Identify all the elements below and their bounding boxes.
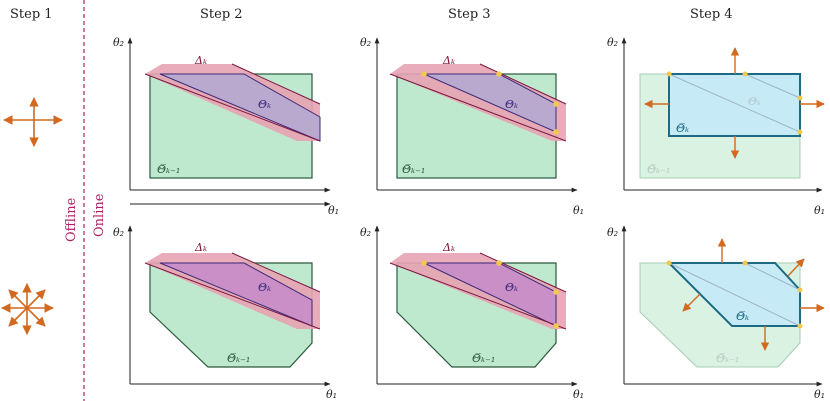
delta-region <box>390 64 566 141</box>
faded-strip-edge <box>744 73 801 99</box>
step-3-header: Step 3 <box>448 7 491 22</box>
delta-label: Δₖ <box>442 241 455 254</box>
expansion-arrows <box>644 47 825 159</box>
strip-lower-edge <box>144 73 321 142</box>
vertex-point <box>421 71 427 77</box>
eight-direction-arrows-icon <box>1 283 54 335</box>
strip-upper-edge <box>231 63 321 105</box>
prev-set-label-faded: Θ̅ₖ₋₁ <box>647 163 670 176</box>
prev-set-label: Θ̅ₖ₋₁ <box>227 352 250 365</box>
theta-label: Θₖ <box>505 98 518 111</box>
vertex-point <box>553 323 559 329</box>
vertex-point <box>553 101 559 107</box>
new-set-label: Θ̅ₖ <box>736 310 749 323</box>
theta-label: Θₖ <box>258 98 271 111</box>
strip-lower-edge <box>389 73 567 142</box>
x-axis-label: θ₁ <box>814 204 825 217</box>
vertex-point <box>742 260 748 266</box>
vertex-point <box>666 71 672 77</box>
faded-strip-edge <box>744 262 801 291</box>
four-direction-arrows-icon <box>3 97 63 147</box>
y-axis-label: θ₂ <box>113 36 124 49</box>
delta-label: Δₖ <box>194 241 207 254</box>
prev-set-label: Θ̅ₖ₋₁ <box>157 163 180 176</box>
y-axis-label: θ₂ <box>360 36 371 49</box>
x-axis-label: θ₁ <box>326 388 337 401</box>
step-2-top-panel: Δₖ Θₖ Θ̅ₖ₋₁ θ₂ θ₁ <box>113 36 339 217</box>
theta-label: Θₖ <box>258 281 271 294</box>
delta-label: Δₖ <box>194 54 207 67</box>
online-label: Online <box>92 193 107 237</box>
theta-strip <box>159 73 321 142</box>
strip-lower-edge <box>389 262 567 330</box>
vertex-point <box>421 260 427 266</box>
vertex-point <box>496 260 502 266</box>
vertex-point <box>496 71 502 77</box>
step-4-header: Step 4 <box>690 7 733 22</box>
theta-strip <box>159 262 313 327</box>
vertex-point <box>797 129 803 135</box>
step-3-bottom-panel: Δₖ Θₖ Θ̅ₖ₋₁ θ₂ θ₁ <box>360 225 584 401</box>
step-2-header: Step 2 <box>200 7 243 22</box>
x-axis-label: θ₁ <box>328 204 339 217</box>
x-axis-label: θ₁ <box>573 388 584 401</box>
strip-upper-edge <box>479 252 567 293</box>
new-set-label: Θ̅ₖ <box>676 122 689 135</box>
expansion-arrows <box>682 238 825 351</box>
step-4-bottom-panel: Θ̅ₖ Θ̅ₖ₋₁ θ₂ θ₁ <box>607 225 825 401</box>
step-1-header: Step 1 <box>10 7 53 22</box>
faded-strip-edge <box>668 73 801 133</box>
y-axis-label: θ₂ <box>607 226 618 239</box>
vertex-point <box>666 260 672 266</box>
y-axis-label: θ₂ <box>113 226 124 239</box>
strip-lower-edge <box>144 262 321 330</box>
x-axis-label: θ₁ <box>573 204 584 217</box>
offline-label: Offline <box>64 197 79 242</box>
strip-upper-edge <box>479 63 567 105</box>
vertex-point <box>742 71 748 77</box>
x-axis-label: θ₁ <box>814 388 825 401</box>
step-2-bottom-panel: Δₖ Θₖ Θ̅ₖ₋₁ θ₂ θ₁ <box>113 225 337 401</box>
y-axis-label: θ₂ <box>360 226 371 239</box>
vertex-point <box>797 323 803 329</box>
vertex-point <box>797 95 803 101</box>
strip-upper-edge <box>231 252 321 293</box>
step-4-top-panel: Θₖ Θ̅ₖ Θ̅ₖ₋₁ θ₂ θ₁ <box>607 36 825 217</box>
prev-set-label-faded: Θ̅ₖ₋₁ <box>716 352 739 365</box>
vertex-point <box>797 287 803 293</box>
vertex-point <box>553 129 559 135</box>
vertex-point <box>553 289 559 295</box>
theta-label-faded: Θₖ <box>748 95 761 108</box>
theta-label: Θₖ <box>505 281 518 294</box>
prev-set-label: Θ̅ₖ₋₁ <box>402 163 425 176</box>
step-3-top-panel: Δₖ Θₖ Θ̅ₖ₋₁ θ₂ θ₁ <box>360 36 584 217</box>
delta-label: Δₖ <box>442 54 455 67</box>
y-axis-label: θ₂ <box>607 36 618 49</box>
faded-strip-edge <box>668 262 801 327</box>
prev-set-label: Θ̅ₖ₋₁ <box>472 352 495 365</box>
